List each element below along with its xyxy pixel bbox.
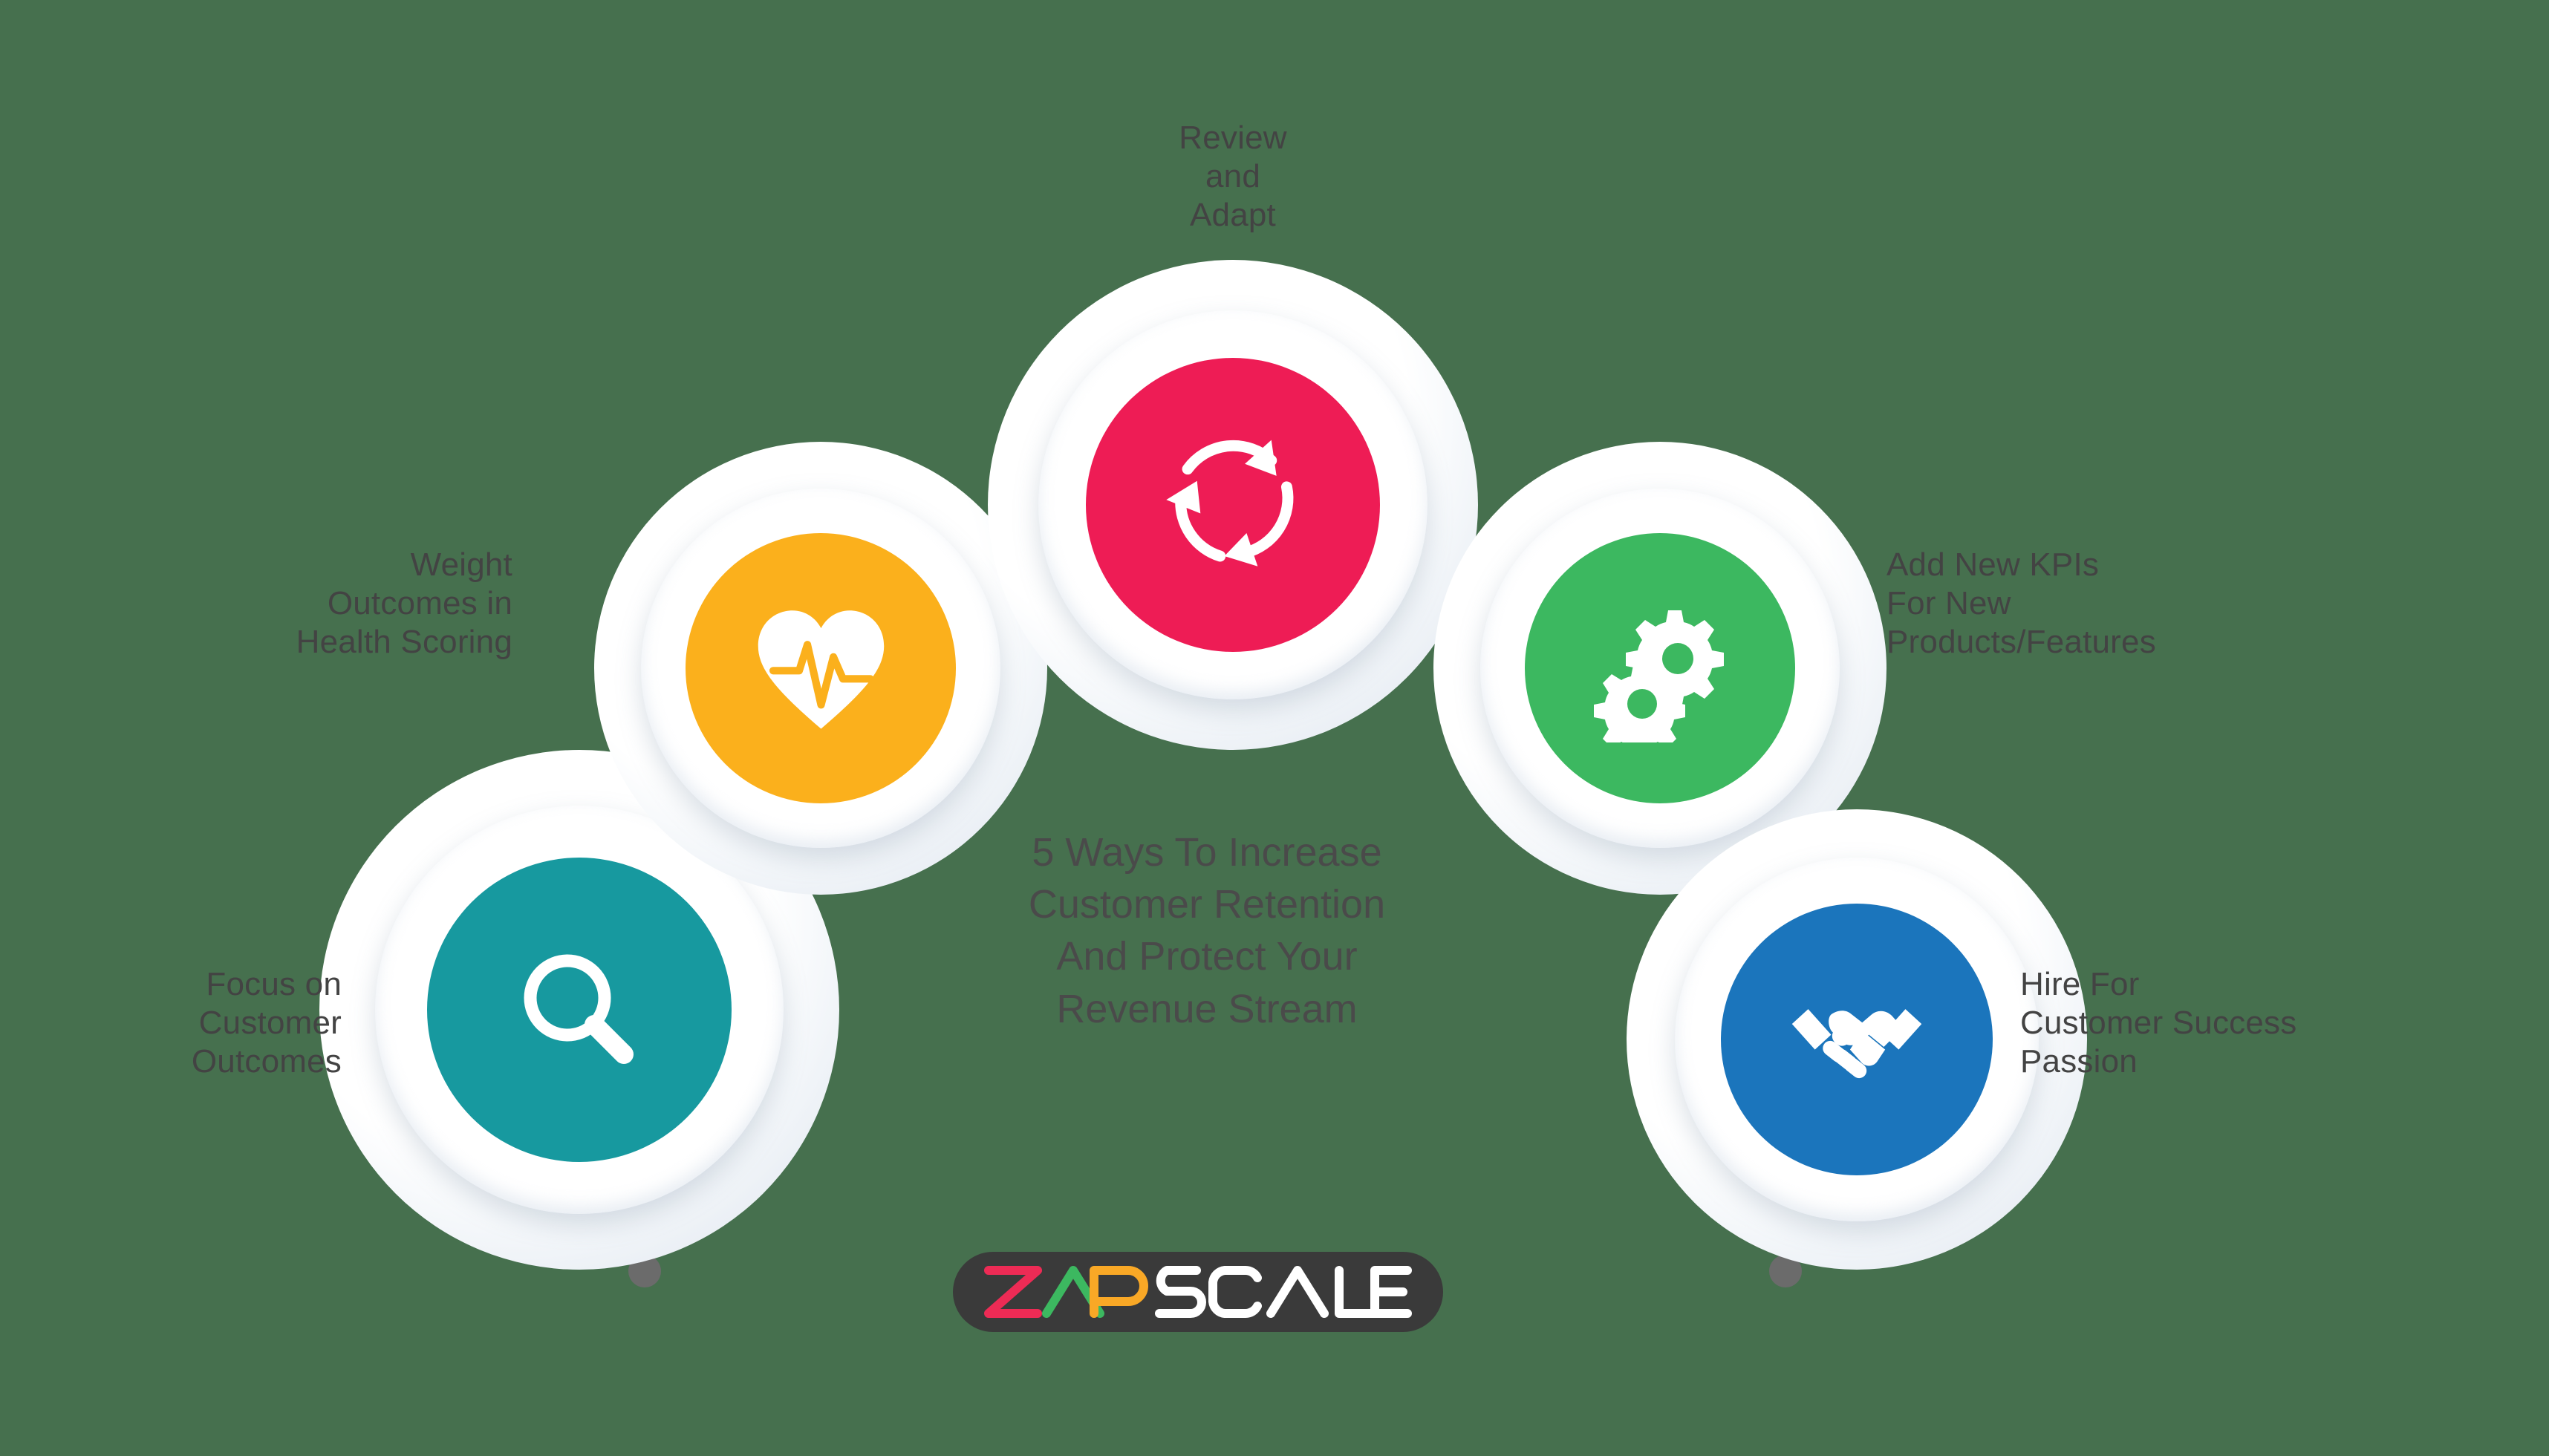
label-add-new-kpis: Add New KPIs For New Products/Features bbox=[1886, 546, 2156, 660]
node-focus-customer-outcomes[interactable] bbox=[319, 750, 839, 1270]
handshake-icon bbox=[1791, 1009, 1922, 1079]
node-disc-pink bbox=[1086, 358, 1380, 652]
node-disc-teal bbox=[427, 858, 732, 1162]
endpoint-dot-right bbox=[1769, 1255, 1802, 1287]
gears-icon bbox=[1594, 610, 1724, 742]
node-disc-blue bbox=[1721, 904, 1993, 1175]
label-hire-customer-success-passion: Hire For Customer Success Passion bbox=[2020, 966, 2297, 1080]
zapscale-logo[interactable] bbox=[953, 1252, 1443, 1332]
label-weight-outcomes-health-scoring: Weight Outcomes in Health Scoring bbox=[296, 546, 512, 660]
logo-letter-p bbox=[1090, 1266, 1148, 1318]
node-disc-green bbox=[1525, 533, 1795, 803]
label-review-and-adapt: Review and Adapt bbox=[1179, 120, 1287, 233]
refresh-cycle-icon bbox=[1166, 440, 1294, 567]
label-focus-customer-outcomes: Focus on Customer Outcomes bbox=[191, 966, 342, 1080]
logo-letter-z bbox=[984, 1266, 1042, 1318]
node-weight-outcomes-health-scoring[interactable] bbox=[594, 442, 1047, 895]
node-hire-customer-success-passion[interactable] bbox=[1627, 809, 2087, 1270]
node-disc-orange bbox=[686, 533, 956, 803]
node-review-and-adapt[interactable] bbox=[988, 260, 1478, 750]
magnifier-icon bbox=[524, 954, 634, 1064]
page-title: 5 Ways To Increase Customer Retention An… bbox=[1028, 830, 1386, 1031]
logo-word-scale bbox=[1155, 1266, 1412, 1318]
heart-pulse-icon bbox=[758, 610, 884, 729]
